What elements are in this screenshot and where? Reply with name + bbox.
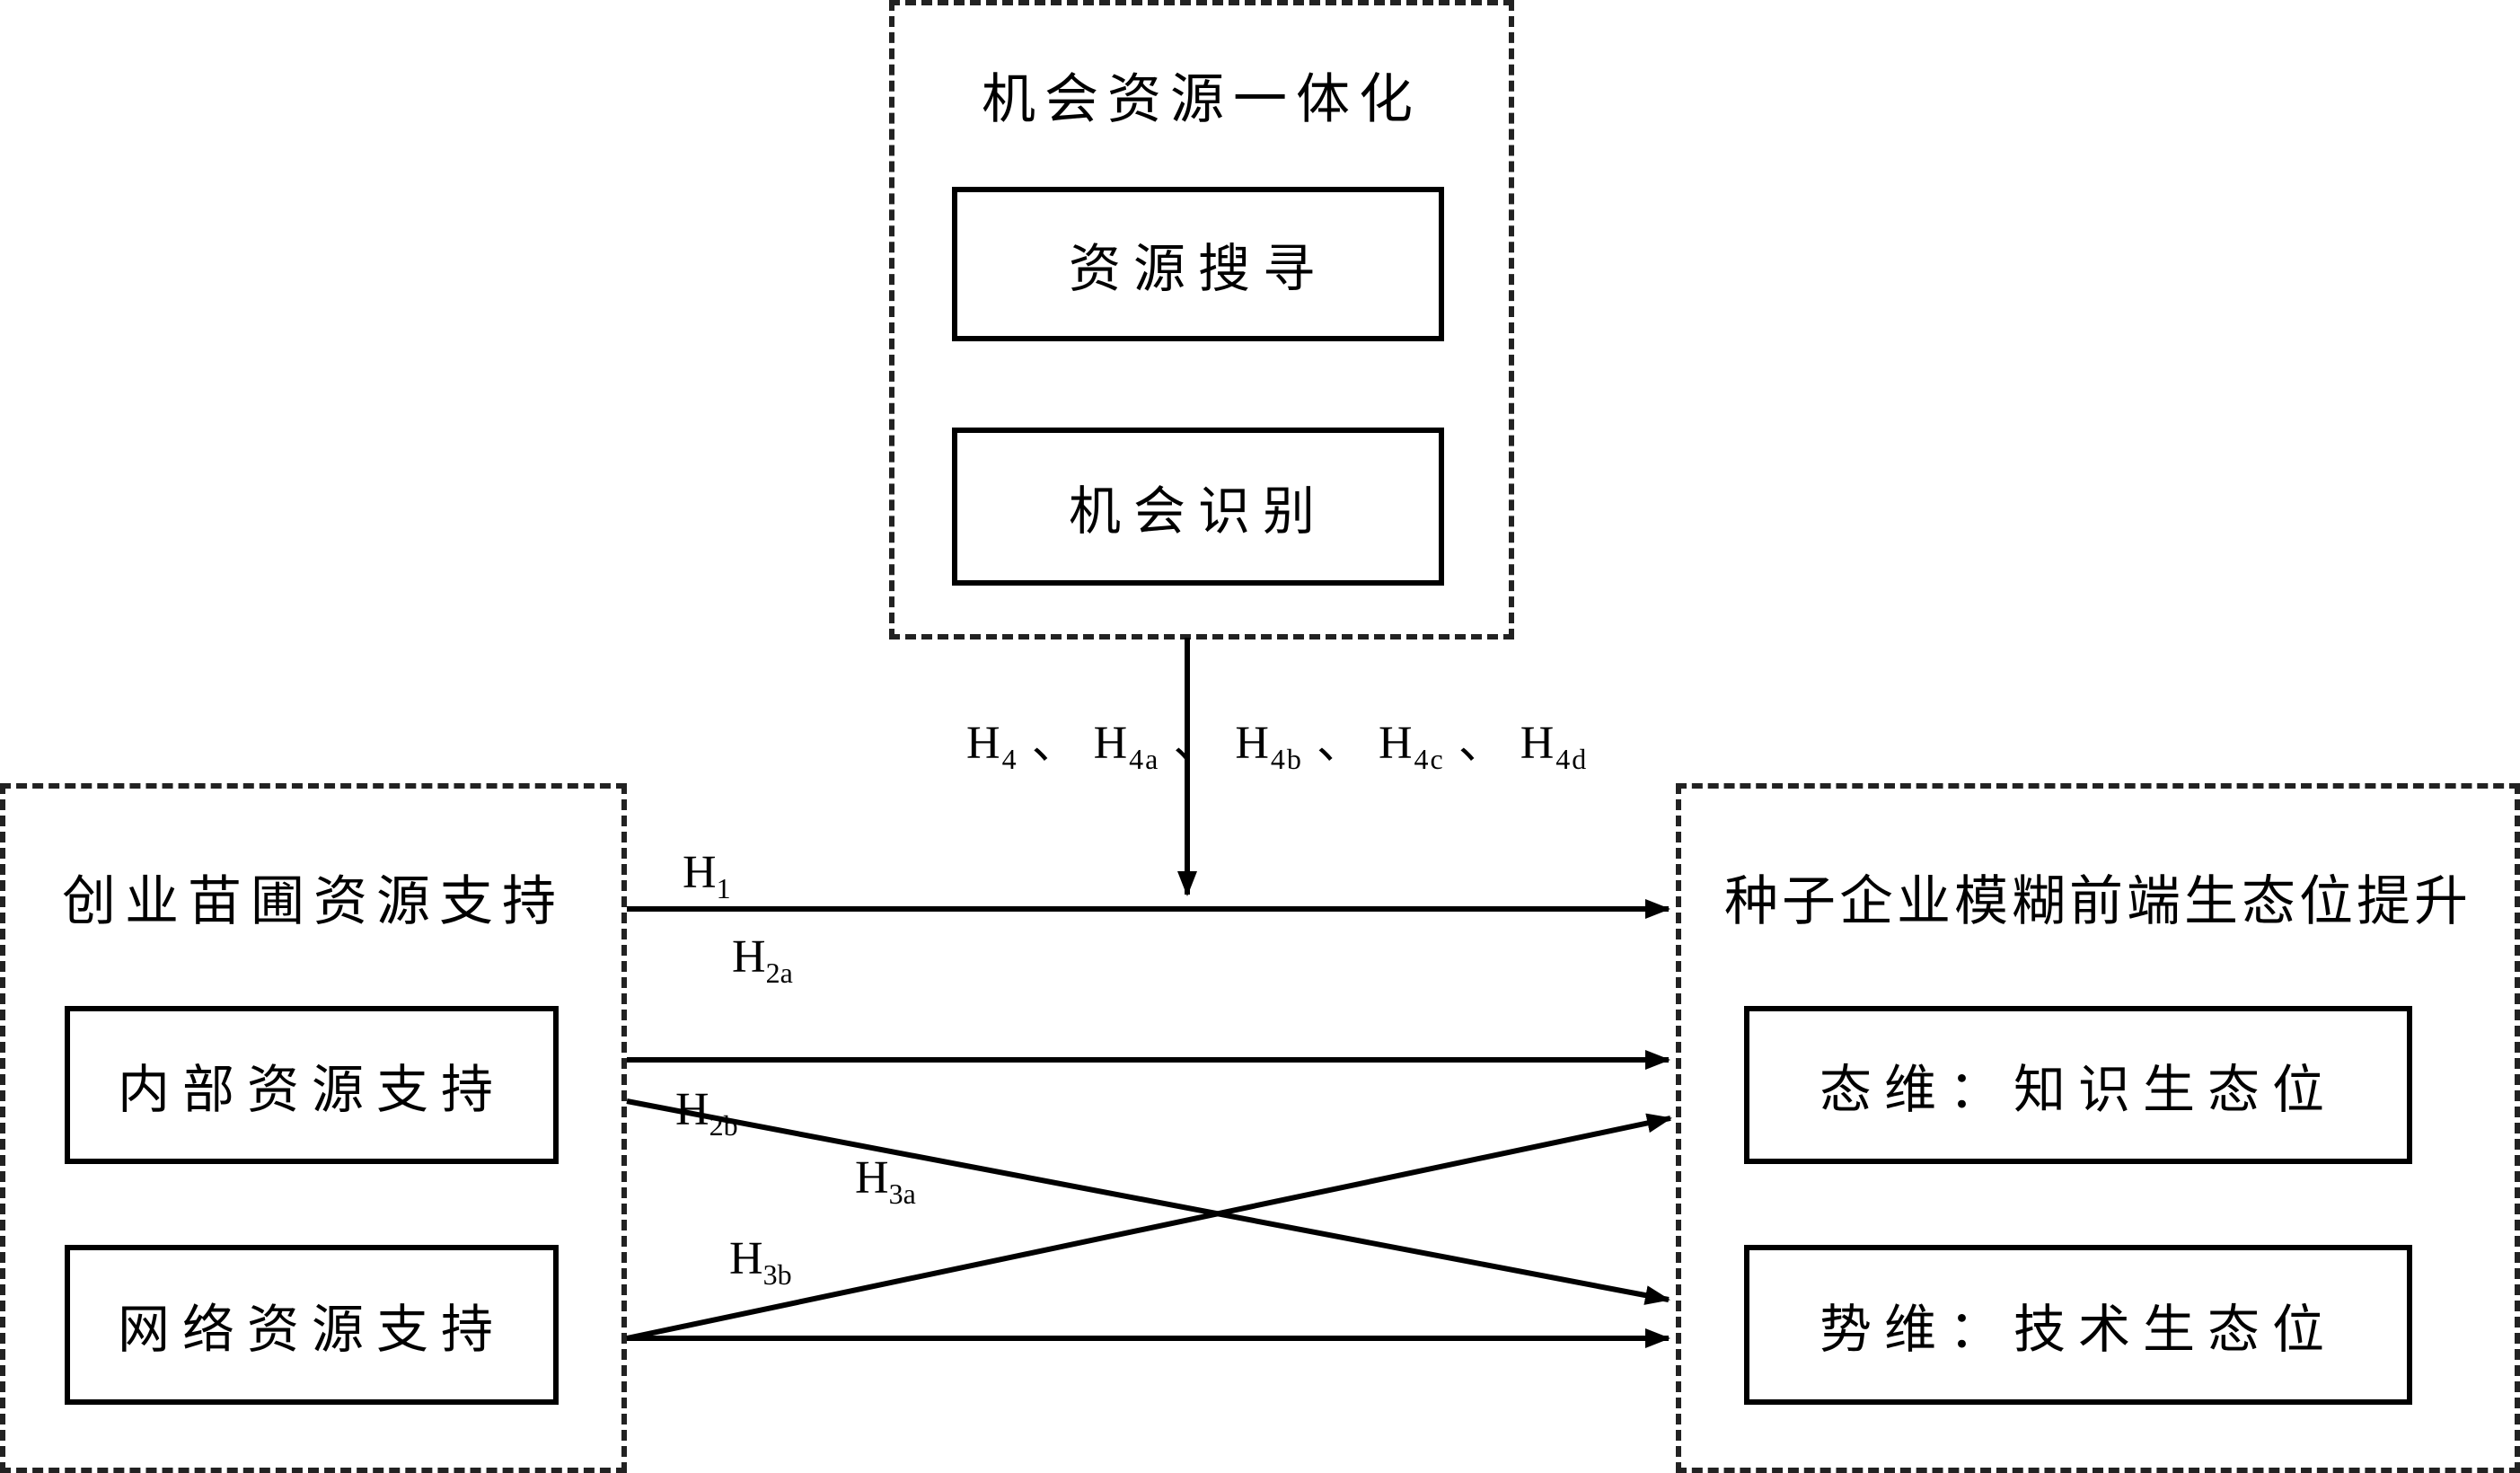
dependent-title: 种子企业模糊前端生态位提升 [1724, 870, 2472, 933]
arrow-h3a [626, 1113, 1672, 1341]
moderation-hypotheses-label: H4 、 H4a 、 H4b 、 H4c 、 H4d [966, 704, 1588, 776]
knowledge-niche-box: 态维：知识生态位 [1744, 1006, 2412, 1164]
h4-label: H4 [966, 718, 1018, 775]
h3a-label: H3a [855, 1152, 916, 1210]
h3b-label: H3b [729, 1233, 792, 1291]
h4a-label: H4a [1093, 718, 1160, 775]
arrow-h2b [626, 1098, 1670, 1305]
h2b-label: H2b [675, 1084, 738, 1142]
internal-resource-box: 内部资源支持 [65, 1006, 559, 1164]
resource-search-box: 资源搜寻 [952, 187, 1444, 341]
dependent-group [1676, 783, 2520, 1473]
separator: 、 [1458, 718, 1507, 769]
network-resource-label: 网络资源支持 [117, 1299, 506, 1360]
knowledge-niche-label: 态维：知识生态位 [1819, 1059, 2337, 1120]
technology-niche-label: 势维：技术生态位 [1819, 1299, 2337, 1360]
h1-label: H1 [683, 847, 731, 904]
separator: 、 [1316, 718, 1365, 769]
h2a-label: H2a [732, 931, 793, 989]
h4b-label: H4b [1235, 718, 1303, 775]
technology-niche-box: 势维：技术生态位 [1744, 1245, 2412, 1405]
opportunity-recognition-label: 机会识别 [1068, 481, 1327, 542]
separator: 、 [1173, 718, 1222, 769]
independent-group [0, 783, 627, 1473]
h4d-label: H4d [1520, 718, 1589, 775]
resource-search-label: 资源搜寻 [1068, 238, 1327, 299]
opportunity-recognition-box: 机会识别 [952, 428, 1444, 586]
independent-title: 创业苗圃资源支持 [62, 870, 565, 933]
moderator-title: 机会资源一体化 [982, 68, 1422, 131]
internal-resource-label: 内部资源支持 [117, 1059, 506, 1120]
h4c-label: H4c [1378, 718, 1445, 775]
network-resource-box: 网络资源支持 [65, 1245, 559, 1405]
moderator-group [889, 0, 1514, 639]
separator: 、 [1031, 718, 1080, 769]
